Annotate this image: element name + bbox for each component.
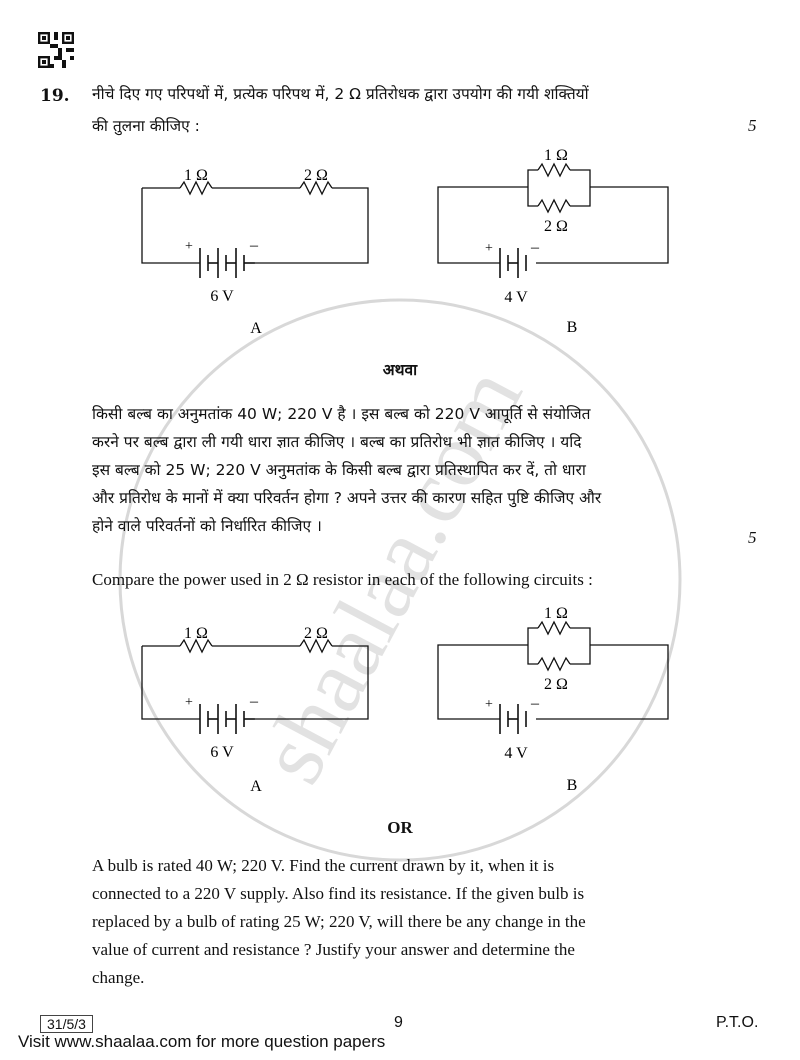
marks-alt: 5 bbox=[748, 528, 757, 547]
caption-a: A bbox=[250, 778, 262, 795]
circuit-diagram-b-english: 1 Ω 2 Ω + – 4 V B bbox=[437, 605, 669, 794]
resistor-1-icon bbox=[179, 638, 213, 654]
resistor-1-icon bbox=[179, 180, 213, 196]
svg-text:+: + bbox=[185, 239, 193, 254]
label-r1: 1 Ω bbox=[184, 167, 208, 184]
resistor-1-icon bbox=[537, 620, 571, 636]
question-number: 19. bbox=[40, 86, 70, 106]
label-battery: 4 V bbox=[504, 289, 528, 306]
svg-text:+: + bbox=[485, 697, 493, 712]
hindi-alt-line: और प्रतिरोध के मानों में क्या परिवर्तन ह… bbox=[92, 489, 602, 507]
hindi-alt-line: होने वाले परिवर्तनों को निर्धारित कीजिए … bbox=[92, 517, 322, 535]
svg-text:+: + bbox=[185, 695, 193, 710]
svg-text:+: + bbox=[485, 241, 493, 256]
english-alt-line: connected to a 220 V supply. Also find i… bbox=[92, 884, 585, 903]
resistor-1-icon bbox=[537, 162, 571, 178]
hindi-alt-question: किसी बल्ब का अनुमतांक 40 W; 220 V है । इ… bbox=[92, 400, 732, 540]
caption-b: B bbox=[567, 319, 578, 336]
label-r2: 2 Ω bbox=[304, 167, 328, 184]
circuit-diagram-b-hindi: 1 Ω 2 Ω + – 4 V B bbox=[437, 147, 669, 336]
label-battery: 6 V bbox=[210, 744, 234, 761]
battery-icon bbox=[499, 704, 527, 734]
label-r1: 1 Ω bbox=[544, 605, 568, 622]
svg-text:–: – bbox=[530, 239, 540, 256]
label-r2: 2 Ω bbox=[304, 625, 328, 642]
label-r2: 2 Ω bbox=[544, 218, 568, 235]
battery-icon bbox=[199, 248, 255, 278]
hindi-alt-line: इस बल्ब को 25 W; 220 V अनुमतांक के किसी … bbox=[92, 461, 586, 479]
caption-a: A bbox=[250, 320, 262, 337]
circuit-diagram-a-english: + – 1 Ω 2 Ω 6 V A bbox=[141, 625, 369, 795]
resistor-2-icon bbox=[299, 180, 333, 196]
marks-main: 5 bbox=[748, 116, 757, 135]
svg-text:–: – bbox=[249, 237, 259, 254]
english-alt-line: value of current and resistance ? Justif… bbox=[92, 940, 575, 959]
label-battery: 4 V bbox=[504, 745, 528, 762]
paper-code: 31/5/3 bbox=[40, 1014, 93, 1033]
resistor-2-icon bbox=[537, 198, 571, 214]
label-r1: 1 Ω bbox=[544, 147, 568, 164]
resistor-2-icon bbox=[537, 656, 571, 672]
english-or-heading: OR bbox=[387, 818, 413, 837]
svg-text:–: – bbox=[249, 693, 259, 710]
english-alt-line: A bulb is rated 40 W; 220 V. Find the cu… bbox=[92, 856, 555, 875]
footer-visit-link[interactable]: Visit www.shaalaa.com for more question … bbox=[18, 1032, 386, 1051]
hindi-or-heading: अथवा bbox=[382, 361, 418, 379]
battery-icon bbox=[499, 248, 527, 278]
english-question: Compare the power used in 2 Ω resistor i… bbox=[92, 570, 593, 589]
svg-text:–: – bbox=[530, 695, 540, 712]
label-battery: 6 V bbox=[210, 288, 234, 305]
english-alt-line: replaced by a bulb of rating 25 W; 220 V… bbox=[92, 912, 586, 931]
hindi-alt-line: करने पर बल्ब द्वारा ली गयी धारा ज्ञात की… bbox=[92, 433, 582, 451]
label-r2: 2 Ω bbox=[544, 676, 568, 693]
page-number: 9 bbox=[394, 1014, 403, 1031]
caption-b: B bbox=[567, 777, 578, 794]
battery-icon bbox=[199, 704, 255, 734]
qr-code-icon bbox=[38, 32, 74, 68]
paper-code-box: 31/5/3 bbox=[40, 1015, 93, 1033]
circuit-diagram-a-hindi: + – 1 Ω 2 Ω 6 V A bbox=[141, 167, 369, 337]
label-r1: 1 Ω bbox=[184, 625, 208, 642]
pto-label: P.T.O. bbox=[716, 1014, 759, 1031]
hindi-alt-line: किसी बल्ब का अनुमतांक 40 W; 220 V है । इ… bbox=[92, 405, 591, 423]
english-alt-question: A bulb is rated 40 W; 220 V. Find the cu… bbox=[92, 852, 732, 992]
resistor-2-icon bbox=[299, 638, 333, 654]
hindi-question-line1: नीचे दिए गए परिपथों में, प्रत्येक परिपथ … bbox=[92, 85, 589, 103]
english-alt-line: change. bbox=[92, 968, 145, 987]
hindi-question-line2: की तुलना कीजिए : bbox=[92, 117, 200, 135]
